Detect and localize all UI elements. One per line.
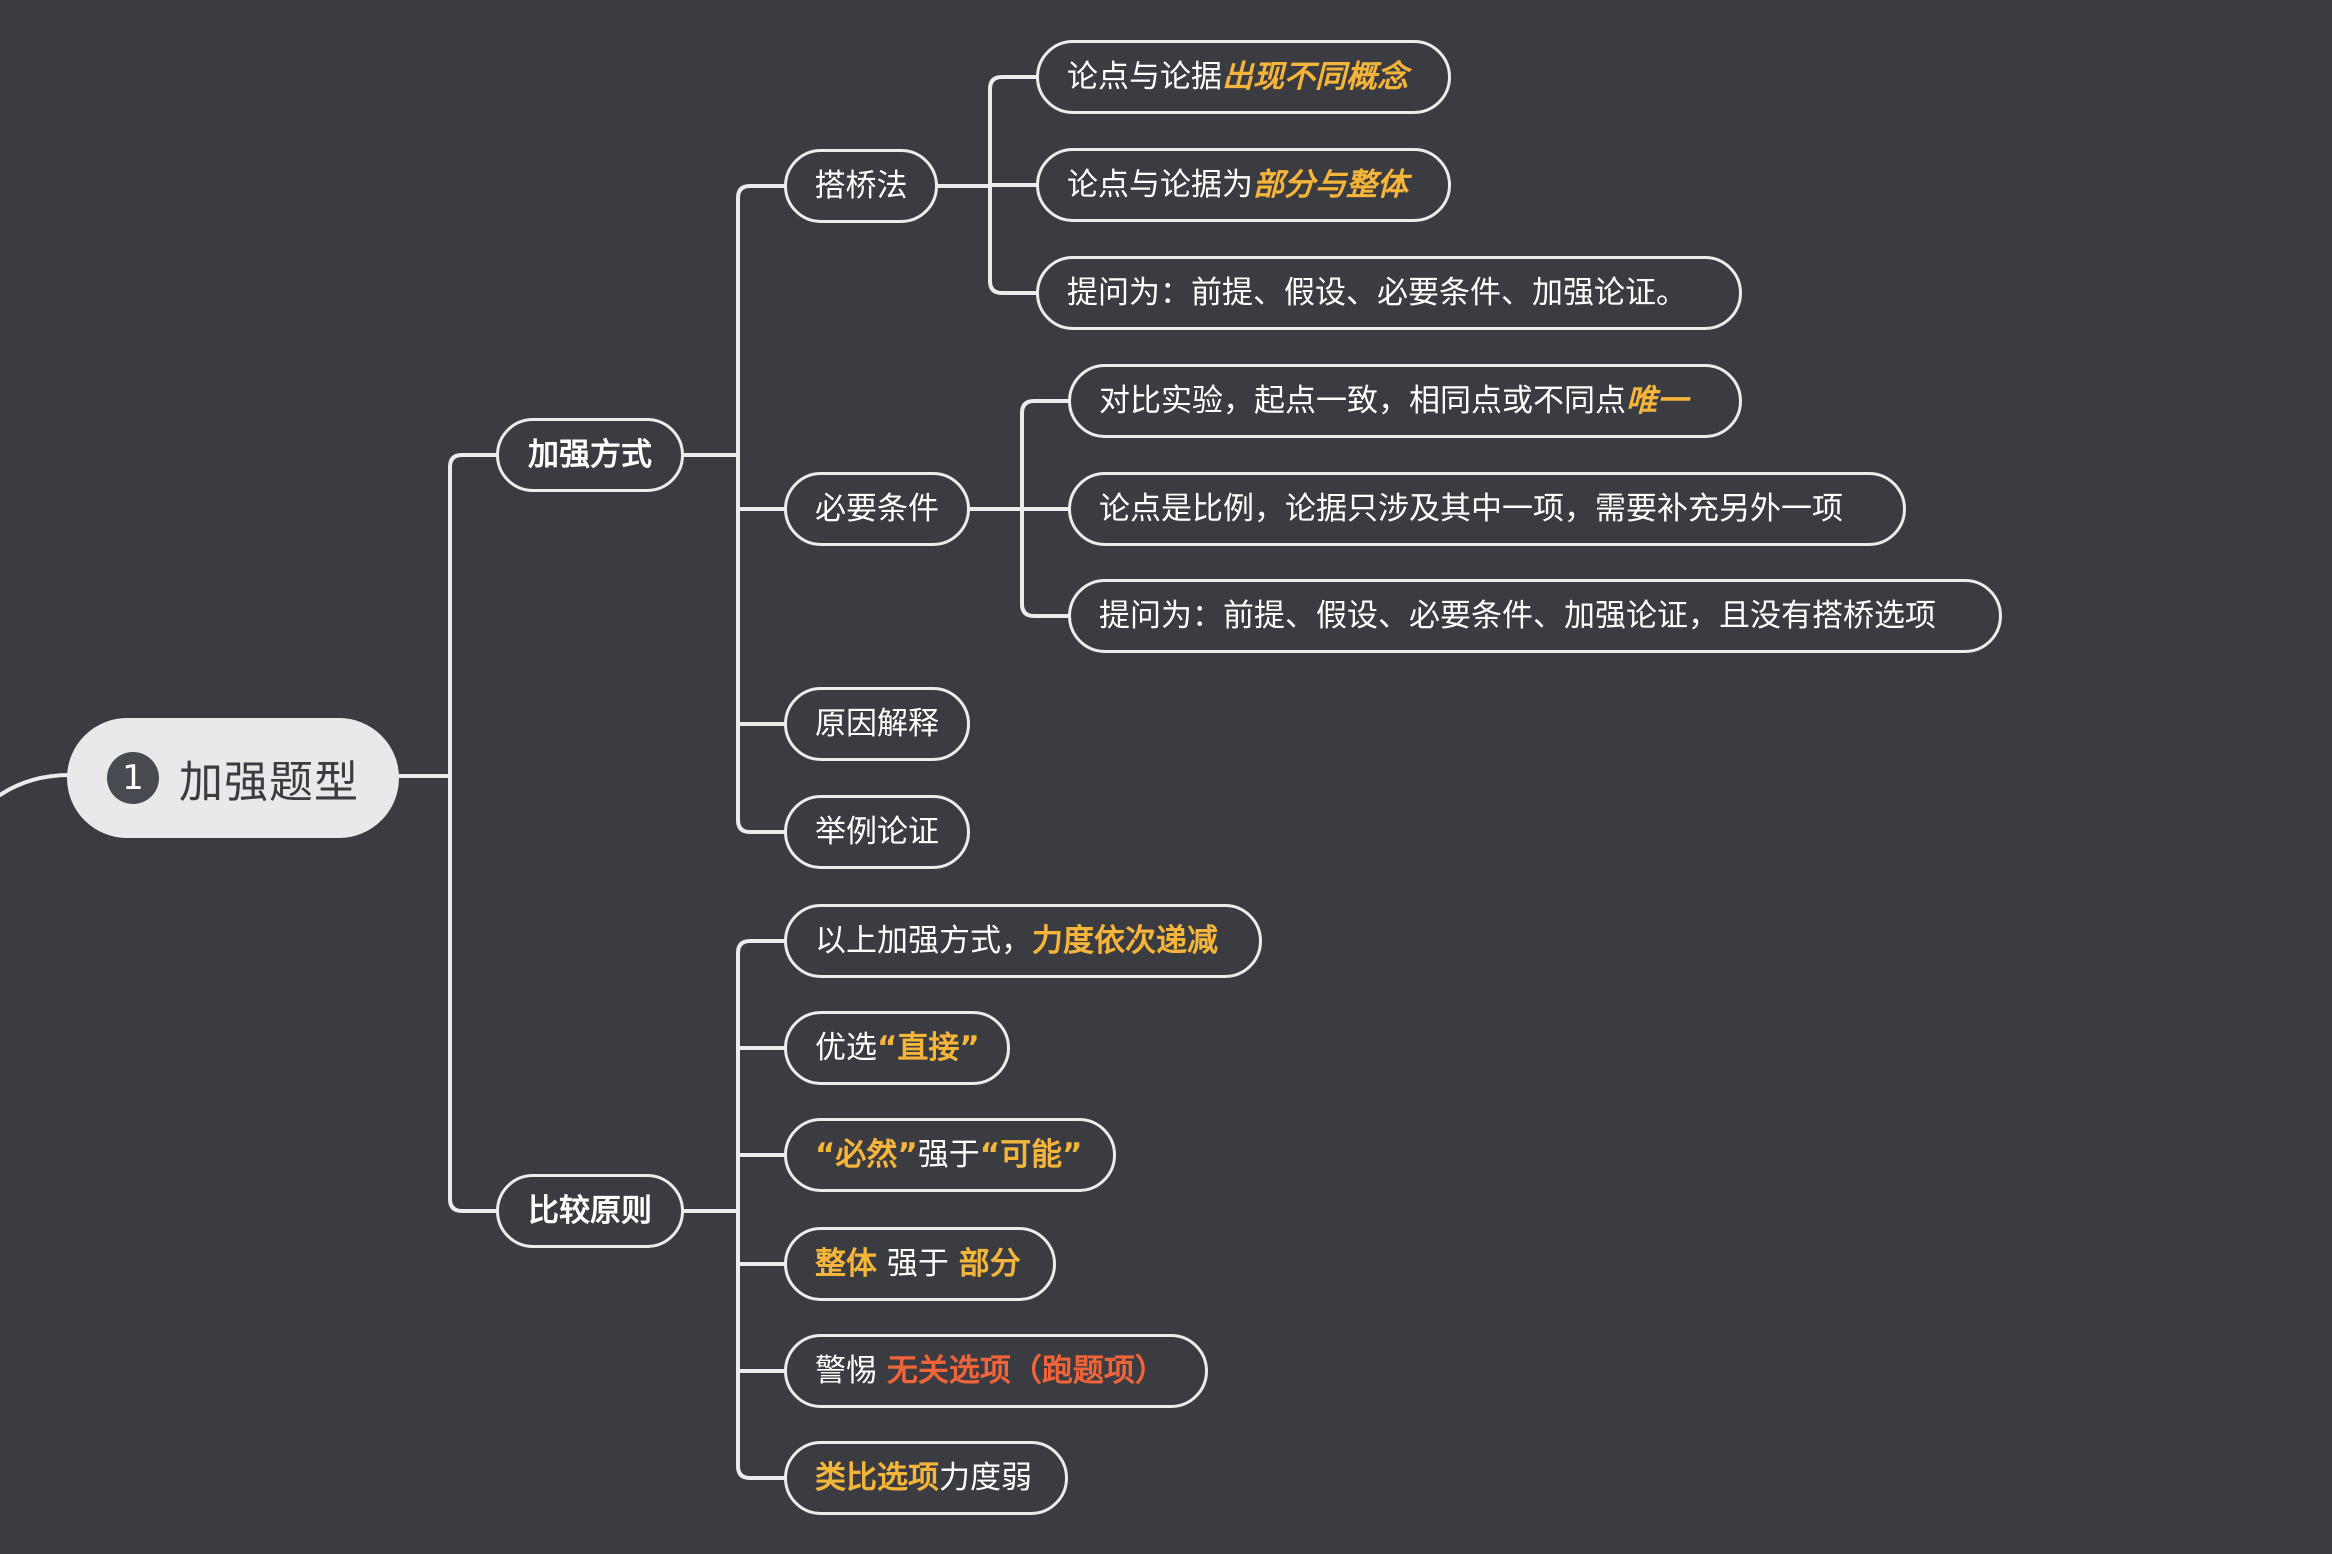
topic-label: 原因解释 bbox=[815, 705, 939, 742]
principle-prefer-direct[interactable]: 优选“直接” bbox=[784, 1011, 1010, 1085]
text-highlight: 部分与整体 bbox=[1253, 166, 1408, 203]
topic-label: 搭桥法 bbox=[814, 167, 908, 204]
principle-whole-over-part[interactable]: 整体 强于 部分 bbox=[784, 1227, 1056, 1301]
bridge-fork-twig bbox=[988, 279, 1038, 295]
text-highlight: “必然” bbox=[815, 1136, 918, 1173]
text-plain: 强于 bbox=[877, 1245, 959, 1282]
topic-cause-explanation[interactable]: 原因解释 bbox=[784, 687, 970, 761]
principle-analogy-weak[interactable]: 类比选项力度弱 bbox=[784, 1441, 1068, 1515]
necessary-fork-twig bbox=[1020, 399, 1070, 415]
text-plain: 论点是比例，论据只涉及其中一项，需要补充另外一项 bbox=[1099, 490, 1843, 527]
text-plain: 力度弱 bbox=[939, 1459, 1032, 1496]
methods-fork-twig bbox=[736, 184, 786, 200]
text-plain: 提问为：前提、假设、必要条件、加强论证，且没有搭桥选项 bbox=[1099, 597, 1936, 634]
topic-necessary-condition[interactable]: 必要条件 bbox=[784, 472, 970, 546]
methods-fork-twig bbox=[736, 818, 786, 834]
text-plain: 论点与论据为 bbox=[1067, 166, 1253, 203]
root-fork-twig bbox=[448, 1197, 498, 1213]
text-warning: 无关选项（跑题项） bbox=[886, 1352, 1166, 1389]
subtopic-controlled-experiment[interactable]: 对比实验，起点一致，相同点或不同点唯一 bbox=[1068, 364, 1742, 438]
bridge-fork-twig bbox=[988, 75, 1038, 91]
text-plain: 优选 bbox=[815, 1029, 877, 1066]
text-highlight: 类比选项 bbox=[815, 1459, 939, 1496]
root-incoming-line bbox=[0, 773, 72, 797]
text-highlight: 唯一 bbox=[1626, 382, 1688, 419]
subtopic-question-no-bridge[interactable]: 提问为：前提、假设、必要条件、加强论证，且没有搭桥选项 bbox=[1068, 579, 2002, 653]
branch-label: 加强方式 bbox=[528, 436, 652, 473]
compare-fork-twig bbox=[736, 1464, 786, 1480]
branch-strengthen-methods[interactable]: 加强方式 bbox=[496, 418, 684, 492]
branch-label: 比较原则 bbox=[528, 1192, 652, 1229]
text-plain: 强于 bbox=[917, 1136, 980, 1173]
root-topic-title: 加强题型 bbox=[179, 757, 359, 808]
principle-decreasing-strength[interactable]: 以上加强方式，力度依次递减 bbox=[784, 904, 1262, 978]
root-fork-twig bbox=[448, 453, 498, 469]
text-highlight: “直接” bbox=[877, 1029, 980, 1066]
topic-example-argument[interactable]: 举例论证 bbox=[784, 795, 970, 869]
text-highlight: 部分 bbox=[958, 1245, 1021, 1282]
text-highlight: 整体 bbox=[815, 1245, 877, 1282]
subtopic-part-and-whole[interactable]: 论点与论据为部分与整体 bbox=[1036, 148, 1451, 222]
compare-fork-twig bbox=[736, 939, 786, 955]
topic-label: 必要条件 bbox=[815, 490, 939, 527]
text-highlight: “可能” bbox=[979, 1136, 1083, 1173]
subtopic-question-types[interactable]: 提问为：前提、假设、必要条件、加强论证。 bbox=[1036, 256, 1742, 330]
text-plain: 对比实验，起点一致，相同点或不同点 bbox=[1099, 382, 1626, 419]
text-plain: 论点与论据 bbox=[1067, 58, 1222, 95]
text-plain: 提问为：前提、假设、必要条件、加强论证。 bbox=[1067, 274, 1687, 311]
principle-beware-irrelevant[interactable]: 警惕 无关选项（跑题项） bbox=[784, 1334, 1208, 1408]
branch-comparison-principles[interactable]: 比较原则 bbox=[496, 1174, 684, 1248]
topic-number-badge: 1 bbox=[107, 752, 159, 804]
text-plain: 以上加强方式， bbox=[815, 922, 1032, 959]
text-highlight: 力度依次递减 bbox=[1032, 922, 1218, 959]
subtopic-ratio-argument[interactable]: 论点是比例，论据只涉及其中一项，需要补充另外一项 bbox=[1068, 472, 1906, 546]
topic-label: 举例论证 bbox=[815, 813, 939, 850]
text-highlight: 出现不同概念 bbox=[1222, 58, 1408, 95]
subtopic-different-concepts[interactable]: 论点与论据出现不同概念 bbox=[1036, 40, 1451, 114]
topic-bridging-method[interactable]: 搭桥法 bbox=[784, 149, 938, 223]
text-plain: 警惕 bbox=[815, 1352, 887, 1389]
necessary-fork-twig bbox=[1020, 602, 1070, 618]
principle-certain-over-possible[interactable]: “必然”强于“可能” bbox=[784, 1118, 1116, 1192]
root-topic[interactable]: 1 加强题型 bbox=[67, 718, 399, 838]
